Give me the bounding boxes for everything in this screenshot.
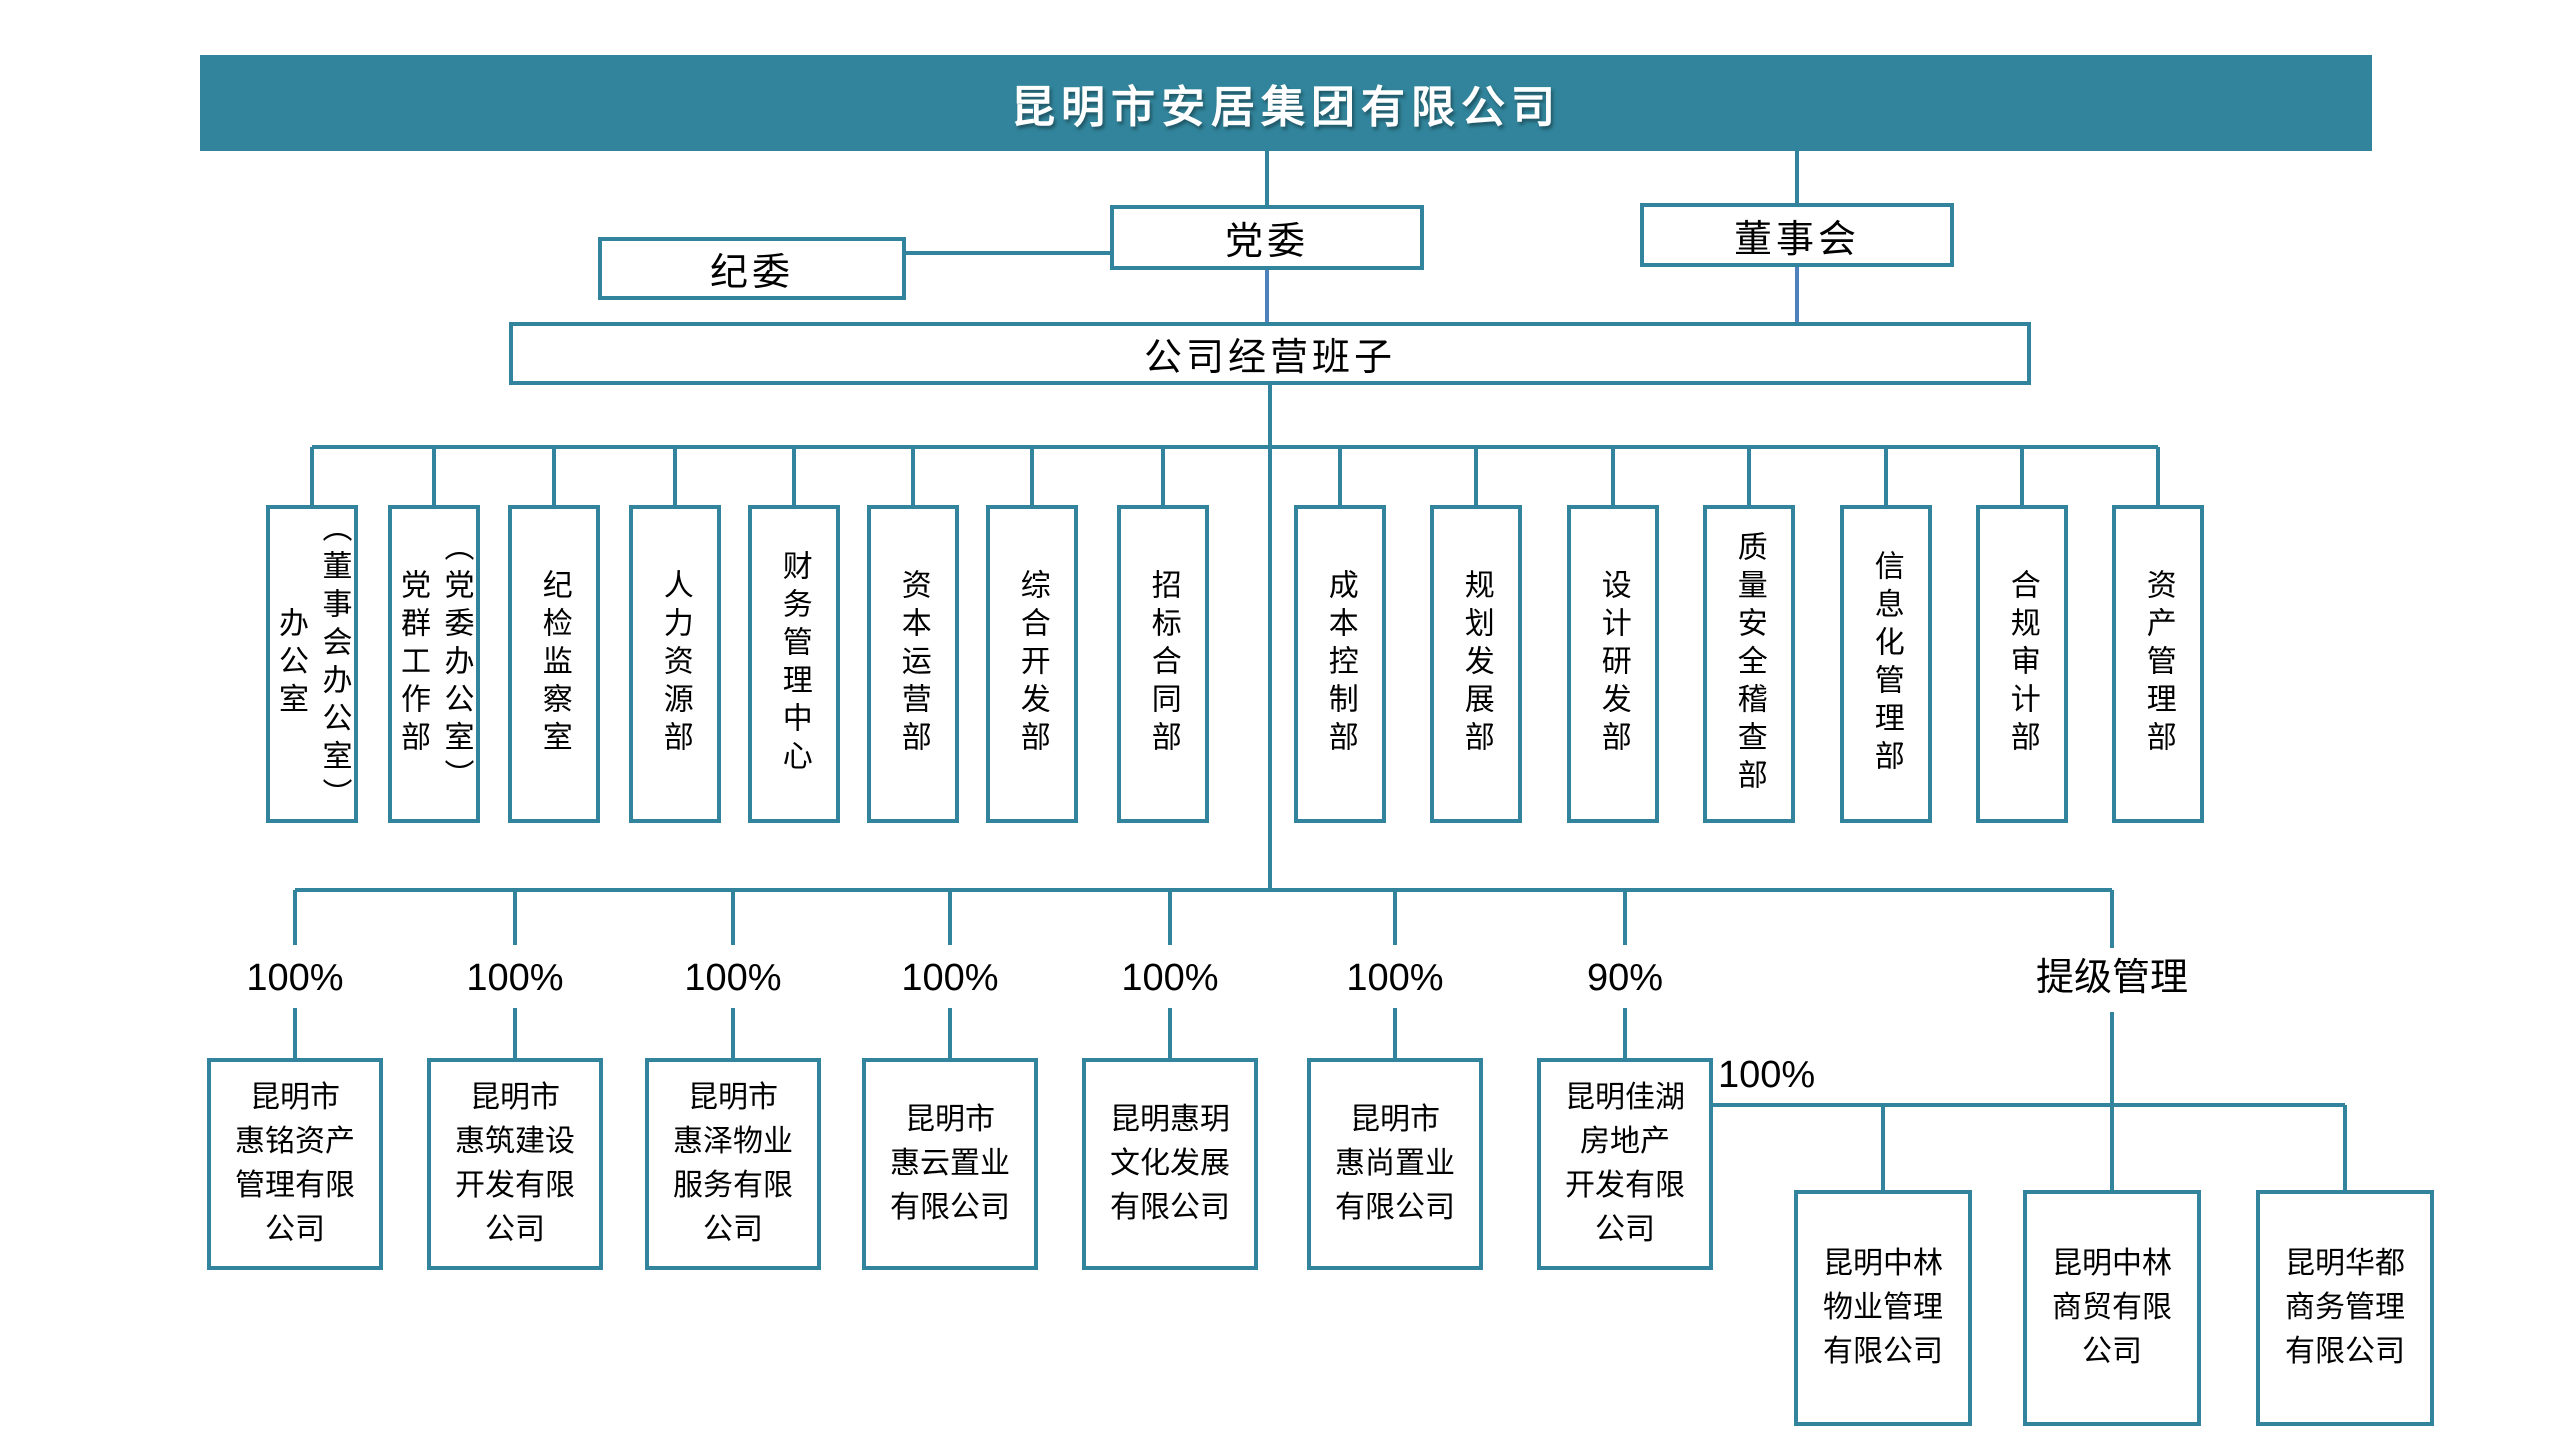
dept-label: 纪检监察室 — [537, 569, 571, 759]
dept-design-research: 设计研发部 — [1567, 505, 1659, 823]
company-name: 昆明中林 物业管理 有限公司 — [1823, 1247, 1943, 1368]
subsidiary-huizhu-construction: 昆明市 惠筑建设 开发有限 公司 — [427, 1058, 603, 1270]
ownership-label: 100% — [1346, 957, 1444, 999]
dept-planning-development: 规划发展部 — [1430, 505, 1522, 823]
dept-label: 办公室 — [274, 607, 307, 721]
subsidiary-name: 昆明市 惠云置业 有限公司 — [890, 1103, 1010, 1224]
subsidiary-huiyue-culture: 昆明惠玥 文化发展 有限公司 — [1082, 1058, 1258, 1270]
subsidiary-huiyun-real-estate: 昆明市 惠云置业 有限公司 — [862, 1058, 1038, 1270]
dept-label: 财务管理中心 — [777, 550, 811, 778]
company-huadu-business: 昆明华都 商务管理 有限公司 — [2256, 1190, 2434, 1426]
node-discipline-committee: 纪委 — [598, 237, 906, 300]
node-label: 纪委 — [709, 252, 794, 294]
dept-board-office: （董事会办公室） 办公室 — [266, 505, 358, 823]
company-title: 昆明市安居集团有限公司 — [1011, 83, 1561, 132]
dept-compliance-audit: 合规审计部 — [1976, 505, 2068, 823]
dept-label: 资本运营部 — [896, 569, 930, 759]
ownership-label: 100% — [901, 957, 999, 999]
dept-bidding-contract: 招标合同部 — [1117, 505, 1209, 823]
dept-asset-management: 资产管理部 — [2112, 505, 2204, 823]
dept-label: 设计研发部 — [1596, 569, 1630, 759]
subsidiary-name: 昆明市 惠泽物业 服务有限 公司 — [673, 1081, 793, 1246]
dept-label: 党群工作部 — [396, 569, 429, 759]
dept-label: 综合开发部 — [1015, 569, 1049, 759]
dept-label: 信息化管理部 — [1869, 550, 1903, 778]
subsidiary-name: 昆明佳湖 房地产 开发有限 公司 — [1565, 1081, 1685, 1246]
node-label: 党委 — [1224, 221, 1309, 263]
ownership-label: 100% — [246, 957, 344, 999]
dept-label: （董事会办公室） — [317, 512, 351, 816]
dept-label: （党委办公室） — [439, 531, 473, 797]
node-board-of-directors: 董事会 — [1640, 203, 1954, 267]
ownership-label: 100% — [466, 957, 564, 999]
dept-label: 质量安全稽查部 — [1732, 531, 1766, 797]
node-label: 公司经营班子 — [1143, 337, 1396, 379]
dept-label: 招标合同部 — [1146, 569, 1180, 759]
subsidiary-name: 昆明市 惠铭资产 管理有限 公司 — [235, 1081, 355, 1246]
dept-cost-control: 成本控制部 — [1294, 505, 1386, 823]
subsidiary-name: 昆明市 惠尚置业 有限公司 — [1335, 1103, 1455, 1224]
subsidiary-name: 昆明市 惠筑建设 开发有限 公司 — [455, 1081, 575, 1246]
dept-label: 资产管理部 — [2141, 569, 2175, 759]
company-name: 昆明华都 商务管理 有限公司 — [2285, 1247, 2405, 1368]
dept-informatization: 信息化管理部 — [1840, 505, 1932, 823]
subsidiary-huishang-real-estate: 昆明市 惠尚置业 有限公司 — [1307, 1058, 1483, 1270]
company-root-node: 昆明市安居集团有限公司 — [200, 55, 2372, 151]
dept-human-resources: 人力资源部 — [629, 505, 721, 823]
dept-discipline-inspection: 纪检监察室 — [508, 505, 600, 823]
dept-label: 合规审计部 — [2005, 569, 2039, 759]
dept-label: 成本控制部 — [1323, 569, 1357, 759]
dept-label: 人力资源部 — [658, 569, 692, 759]
ownership-label: 100% — [1718, 1054, 1816, 1096]
subsidiary-name: 昆明惠玥 文化发展 有限公司 — [1110, 1103, 1230, 1224]
elevated-management-label: 提级管理 — [2035, 957, 2188, 999]
dept-capital-operation: 资本运营部 — [867, 505, 959, 823]
dept-comprehensive-development: 综合开发部 — [986, 505, 1078, 823]
dept-quality-safety-inspection: 质量安全稽查部 — [1703, 505, 1795, 823]
company-name: 昆明中林 商贸有限 公司 — [2052, 1247, 2172, 1368]
dept-party-masses-work: （党委办公室） 党群工作部 — [388, 505, 480, 823]
company-zhonglin-trade: 昆明中林 商贸有限 公司 — [2023, 1190, 2201, 1426]
company-zhonglin-property: 昆明中林 物业管理 有限公司 — [1794, 1190, 1972, 1426]
ownership-label: 90% — [1586, 957, 1664, 999]
ownership-label: 100% — [1121, 957, 1219, 999]
node-management-team: 公司经营班子 — [509, 322, 2031, 385]
node-party-committee: 党委 — [1110, 205, 1424, 270]
ownership-label: 100% — [684, 957, 782, 999]
subsidiary-huiming-asset: 昆明市 惠铭资产 管理有限 公司 — [207, 1058, 383, 1270]
dept-label: 规划发展部 — [1459, 569, 1493, 759]
dept-finance-center: 财务管理中心 — [748, 505, 840, 823]
node-label: 董事会 — [1733, 218, 1860, 261]
subsidiary-huize-property: 昆明市 惠泽物业 服务有限 公司 — [645, 1058, 821, 1270]
subsidiary-jiahu-real-estate: 昆明佳湖 房地产 开发有限 公司 — [1537, 1058, 1713, 1270]
